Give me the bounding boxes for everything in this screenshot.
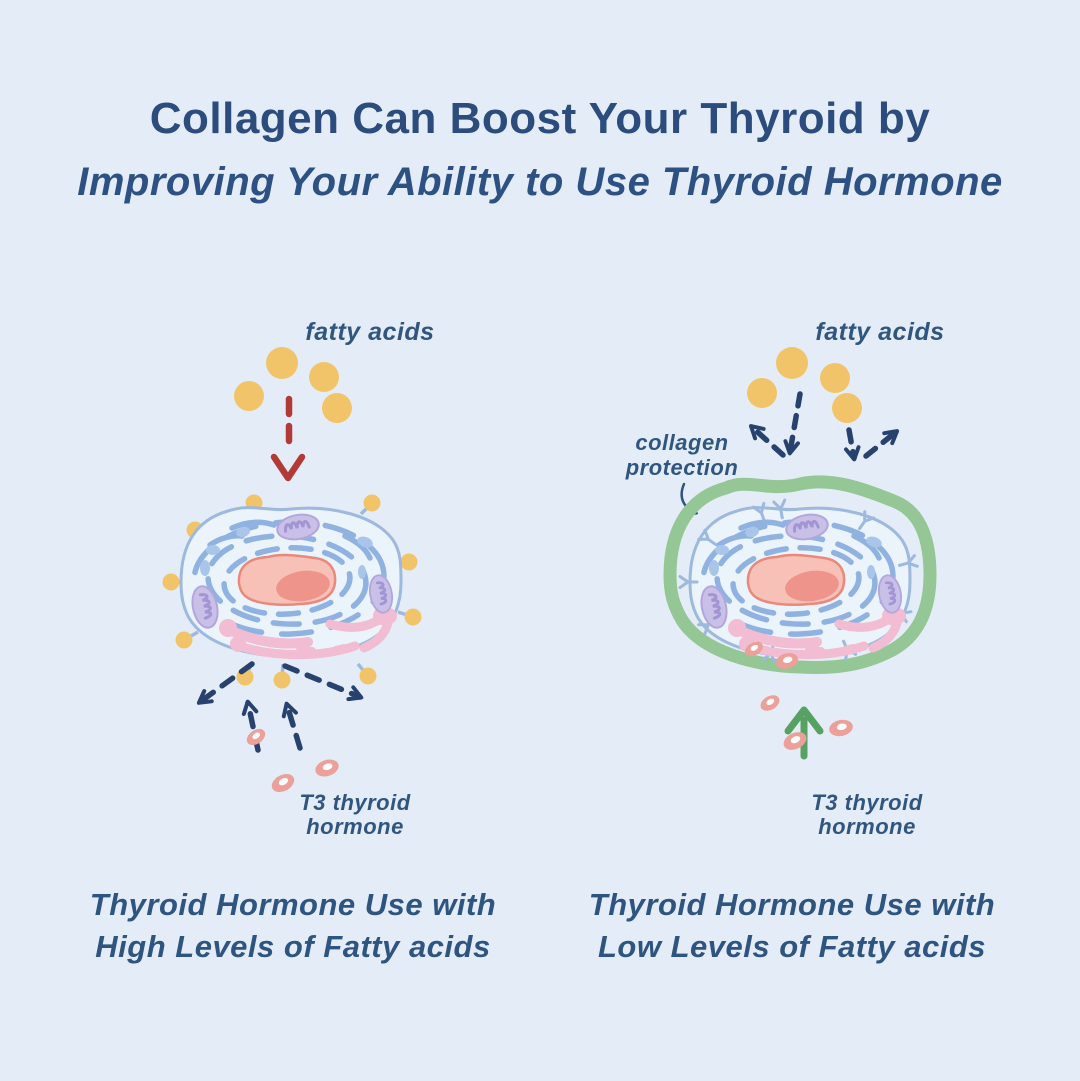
cell-icon [162,494,422,689]
golgi-icon [219,607,397,660]
t3-label-line2: hormone [306,813,404,839]
t3-hormone-label-right: T3 thyroid hormone [747,791,987,839]
cell-icon [678,498,919,664]
receptor-fatty-dot-icon [162,494,422,689]
fatty-acid-icon [747,347,862,423]
collagen-ring-icon [663,475,937,674]
collagen-protection-label: collagen protection [532,430,832,481]
collagen-label-line2: protection [625,455,739,481]
nucleus-icon [237,553,337,606]
caption-left: Thyroid Hormone Use with High Levels of … [73,884,513,968]
t3-label-line2: hormone [818,813,916,839]
left-cell-scene [162,347,422,796]
t3-hormone-label-left: T3 thyroid hormone [235,791,475,839]
fatty-entry-arrow-icon [270,395,306,482]
fatty-acids-label-left: fatty acids [305,318,435,346]
caption-right-line1: Thyroid Hormone Use with [588,887,996,922]
fatty-deflect-arrow-icon [748,391,900,462]
caption-right-line2: Low Levels of Fatty acids [597,928,987,964]
t3-label-line1: T3 thyroid [299,790,411,815]
page-subtitle: Improving Your Ability to Use Thyroid Ho… [77,160,1003,204]
vesicle-icon [200,526,373,579]
caption-left-line2: High Levels of Fatty acids [95,928,491,964]
fatty-acids-label-right: fatty acids [815,318,945,346]
t3-label-line1: T3 thyroid [811,790,923,815]
fatty-acid-icon [234,347,352,423]
page-title: Collagen Can Boost Your Thyroid by [149,94,931,143]
t3-hormone-icon [243,725,341,796]
caption-right: Thyroid Hormone Use with Low Levels of F… [572,884,1012,968]
right-cell-scene [663,347,937,760]
caption-left-line1: Thyroid Hormone Use with [89,887,497,922]
collagen-label-line1: collagen [635,430,729,455]
nucleus-icon [746,553,846,606]
vesicle-icon [709,526,882,579]
